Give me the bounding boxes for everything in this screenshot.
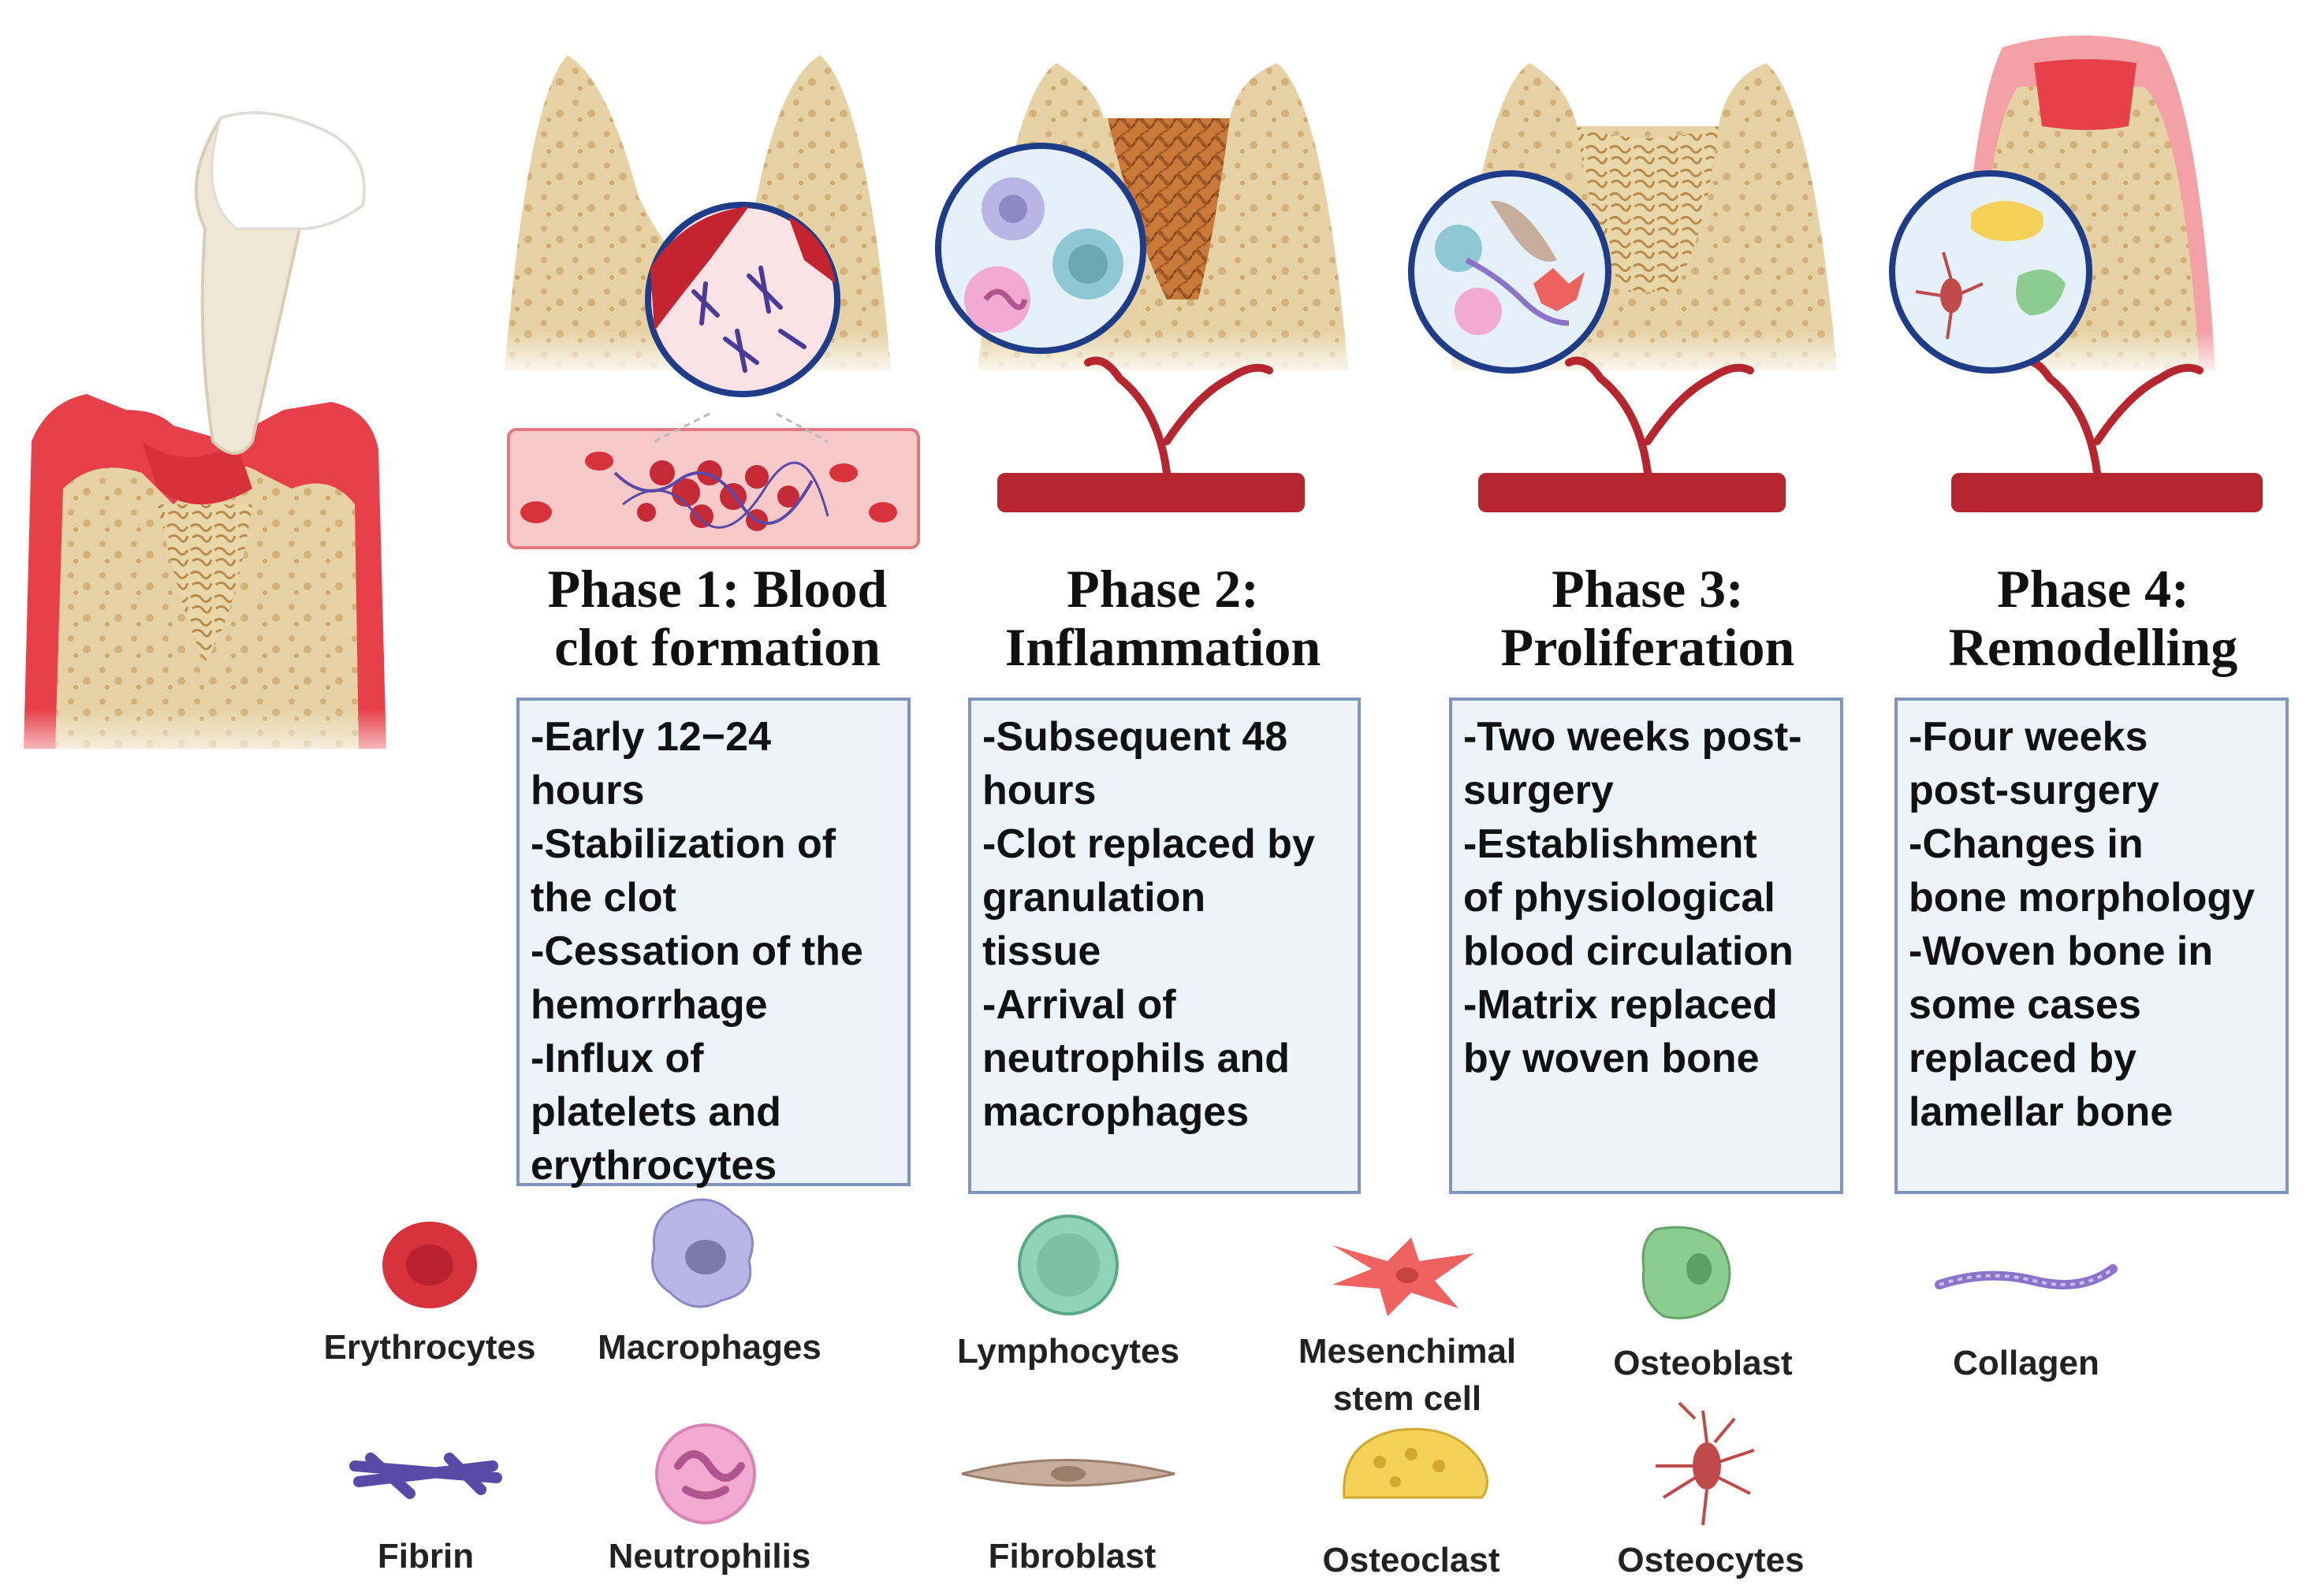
erythrocyte-icon [382, 1222, 477, 1308]
phase-2-title: Phase 2: Inflammation [1004, 559, 1321, 677]
lymphocyte-icon [1018, 1215, 1119, 1315]
phase-3-box: -Two weeks post- surgery -Establishment … [1449, 698, 1843, 1194]
osteoclast-icon [1343, 1427, 1488, 1499]
phase-3-line-1: -Two weeks post- surgery [1463, 714, 1802, 813]
phase-3-title: Phase 3: Proliferation [1500, 559, 1795, 677]
osteoblast-icon [1641, 1226, 1731, 1319]
phase-2-line-3: -Arrival of neutrophils and macrophages [982, 982, 1290, 1135]
legend-label-mesenchymal: Mesenchimal stem cell [1298, 1332, 1517, 1418]
phase-1-line-1: -Early 12−24 hours [531, 714, 772, 813]
phase-1-line-2: -Stabilization of the clot [531, 821, 836, 921]
phase-4-line-2: -Changes in bone morphology [1909, 821, 2256, 921]
phase-2-line-1: -Subsequent 48 hours [982, 714, 1288, 813]
phase-4-box: -Four weeks post-surgery -Changes in bon… [1894, 698, 2289, 1194]
phase-2-box: -Subsequent 48 hours -Clot replaced by g… [968, 698, 1361, 1194]
phase-3-line-2: -Establishment of physiological blood ci… [1463, 821, 1794, 974]
phase-1-title: Phase 1: Blood clot formation [547, 559, 888, 677]
mesenchymal-stem-cell-icon [1332, 1237, 1474, 1316]
phase-4-title: Phase 4: Remodelling [1948, 559, 2238, 677]
legend-label-osteoclast: Osteoclast [1322, 1541, 1500, 1579]
phase-1-line-3: -Cessation of the hemorrhage [531, 928, 863, 1028]
legend-label-neutrophilis: Neutrophilis [608, 1537, 811, 1576]
legend-label-lymphocytes: Lymphocytes [956, 1332, 1179, 1371]
legend-label-osteocytes: Osteocytes [1617, 1541, 1805, 1579]
legend-label-collagen: Collagen [1953, 1344, 2099, 1382]
collagen-icon [1935, 1264, 2118, 1289]
phase2-illustration [935, 63, 1364, 512]
legend-label-erythrocytes: Erythrocytes [323, 1328, 536, 1367]
neutrophil-icon [655, 1423, 756, 1524]
tooth-icon [194, 111, 366, 455]
legend-label-osteoblast: Osteoblast [1613, 1344, 1793, 1382]
osteocyte-icon [1656, 1401, 1755, 1526]
phase1-illustration [497, 55, 920, 549]
macrophage-icon [651, 1198, 754, 1308]
phase-3-line-3: -Matrix replaced by woven bone [1463, 982, 1778, 1081]
phase-1-box: -Early 12−24 hours -Stabilization of the… [516, 698, 911, 1189]
legend-label-macrophages: Macrophages [598, 1328, 821, 1367]
phase-4-line-3: -Woven bone in some cases replaced by la… [1909, 928, 2214, 1135]
legend-label-fibrin: Fibrin [377, 1537, 475, 1576]
extraction-socket-illustration [16, 394, 394, 772]
fibroblast-icon [961, 1459, 1175, 1487]
phase4-illustration [1889, 35, 2263, 512]
phase-2-line-2: -Clot replaced by granulation tissue [982, 821, 1315, 974]
fibrin-icon [349, 1453, 502, 1499]
phase3-illustration [1408, 63, 1853, 512]
phase-1-line-4: -Influx of platelets and erythrocytes [531, 1036, 781, 1189]
legend-label-fibroblast: Fibroblast [988, 1537, 1157, 1576]
phase-4-line-1: -Four weeks post-surgery [1909, 714, 2159, 813]
